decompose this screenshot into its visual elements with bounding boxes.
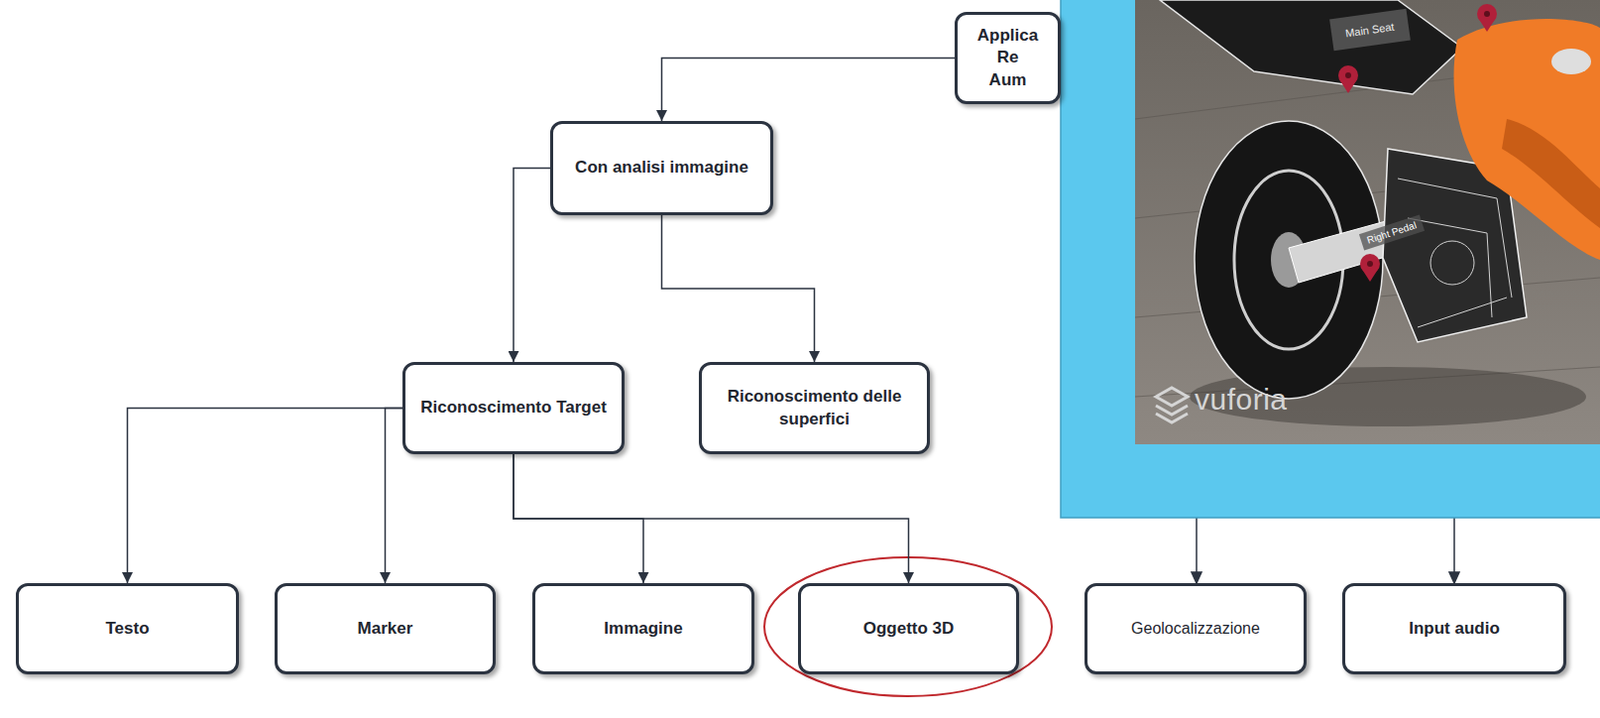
incoming-arrows bbox=[1191, 517, 1460, 583]
box-label: Immagine bbox=[597, 617, 688, 640]
photo-panel bbox=[1060, 0, 1600, 518]
connector-arrow bbox=[662, 215, 815, 362]
box-label: Marker bbox=[351, 617, 420, 640]
box-label: Testo bbox=[99, 617, 155, 640]
process-box: Marker bbox=[274, 582, 496, 675]
process-box: Con analisi immagine bbox=[550, 120, 774, 216]
connector-arrow bbox=[513, 454, 910, 583]
connector-arrow bbox=[385, 408, 404, 584]
process-box: Applica Re Aum bbox=[954, 11, 1061, 105]
box-label: Applica Re Aum bbox=[971, 24, 1044, 91]
box-label: Oggetto 3D bbox=[857, 617, 961, 640]
box-label: Con analisi immagine bbox=[569, 156, 755, 179]
connector-arrow bbox=[127, 408, 404, 584]
part-label: Main Seat bbox=[1329, 8, 1410, 51]
box-label: Geolocalizzazione bbox=[1125, 618, 1266, 640]
process-box: Riconoscimento delle superfici bbox=[698, 361, 930, 455]
process-box: Input audio bbox=[1342, 582, 1567, 675]
part-label: Right Pedal bbox=[1359, 215, 1425, 251]
connector-arrow bbox=[662, 58, 956, 122]
box-label: Riconoscimento delle superfici bbox=[701, 385, 927, 430]
motorcycle-photo bbox=[1135, 0, 1600, 445]
connector-arrow bbox=[513, 168, 551, 363]
process-box: Testo bbox=[15, 582, 239, 675]
process-box: Immagine bbox=[532, 582, 755, 675]
box-label: Riconoscimento Target bbox=[414, 396, 613, 419]
process-box: Riconoscimento Target bbox=[402, 361, 625, 455]
process-box: Oggetto 3D bbox=[798, 582, 1020, 675]
logo-icon bbox=[1155, 387, 1188, 423]
box-label: Input audio bbox=[1402, 617, 1506, 640]
process-box: Geolocalizzazione bbox=[1084, 582, 1307, 675]
watermark: vuforia bbox=[1194, 382, 1288, 417]
